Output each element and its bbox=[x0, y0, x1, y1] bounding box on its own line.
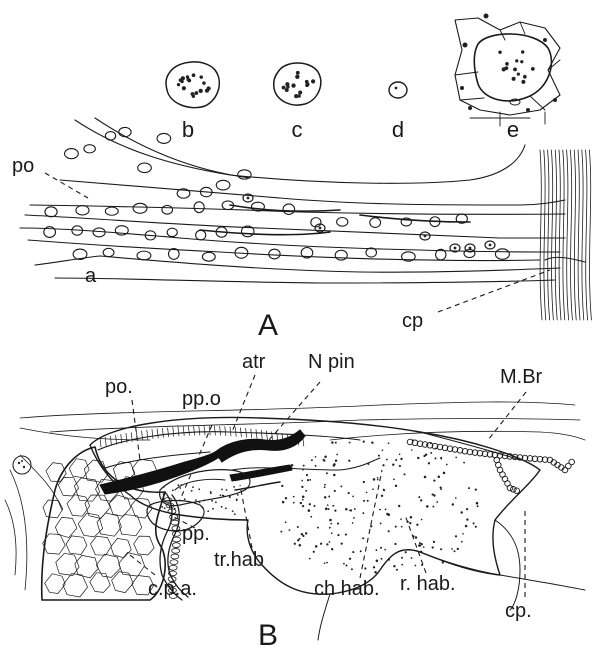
label-po-b: po. bbox=[105, 376, 133, 398]
panel-b: po. pp.o atr N pin M.Br pp. tr.hab c.p.a… bbox=[5, 351, 585, 649]
label-po-a: po bbox=[12, 155, 34, 177]
cell-b-drawing bbox=[166, 62, 219, 108]
trhab-leader bbox=[240, 485, 252, 548]
cp-leader-a bbox=[438, 270, 550, 312]
chhab-leader bbox=[360, 470, 382, 578]
label-pp-o: pp.o bbox=[182, 388, 221, 410]
panel-label-b: B bbox=[258, 619, 278, 649]
label-n-pin: N pin bbox=[308, 351, 355, 373]
label-cp-a: cp bbox=[402, 310, 423, 332]
label-m-br: M.Br bbox=[500, 366, 543, 388]
label-a: a bbox=[85, 265, 97, 287]
atr-leader bbox=[232, 375, 255, 432]
cell-c-drawing bbox=[274, 63, 321, 105]
small-round-structure bbox=[13, 456, 31, 474]
panel-label-a: A bbox=[258, 309, 278, 342]
label-r-hab: r. hab. bbox=[400, 573, 456, 595]
cpa-leader bbox=[130, 555, 155, 575]
cell-d-drawing bbox=[389, 82, 407, 98]
label-cp-b: cp. bbox=[505, 600, 532, 622]
label-c: c bbox=[292, 117, 303, 142]
mbr-beaded-vessel bbox=[407, 439, 574, 493]
nerve-strand bbox=[20, 118, 565, 283]
label-b: b bbox=[182, 117, 194, 142]
cell-e-drawing bbox=[455, 14, 560, 127]
cp-striations bbox=[540, 150, 591, 320]
po-leader-a bbox=[45, 173, 88, 198]
label-d: d bbox=[392, 117, 404, 142]
label-tr-hab: tr.hab bbox=[214, 549, 264, 571]
mbr-leader bbox=[488, 392, 526, 440]
label-pp: pp. bbox=[182, 523, 210, 545]
panel-a: b c d e po a cp A bbox=[12, 14, 591, 343]
label-ch-hab: ch hab. bbox=[314, 578, 380, 600]
po-leader-b bbox=[132, 400, 140, 460]
label-atr: atr bbox=[242, 351, 266, 373]
label-c-pa: c.p.a. bbox=[148, 578, 197, 600]
fiber-background bbox=[5, 402, 585, 590]
label-e: e bbox=[507, 117, 519, 142]
